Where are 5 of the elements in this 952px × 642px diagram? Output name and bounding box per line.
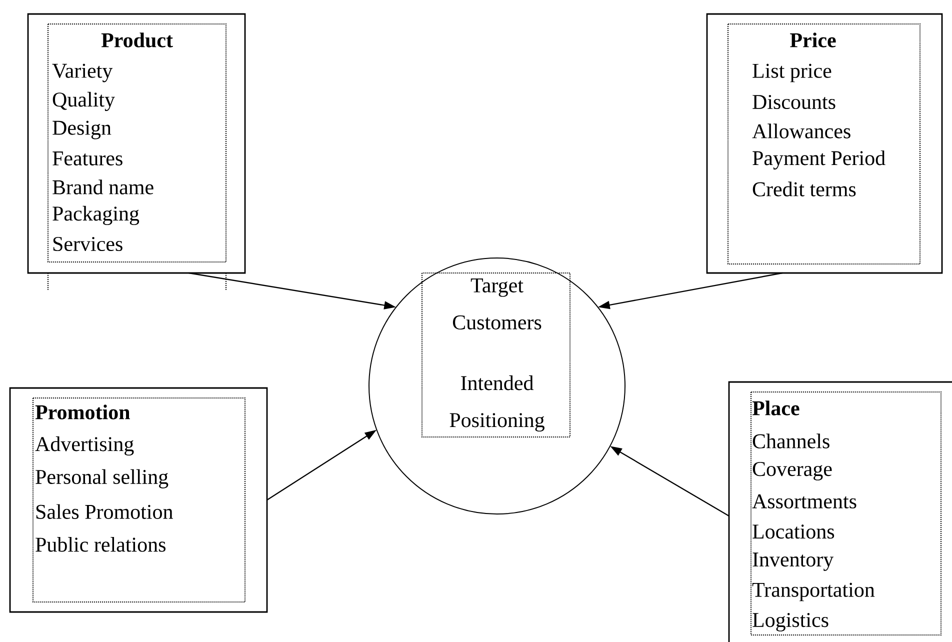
list-box: Place Channels Coverage Assortments Locations Inventory Transportation Logistics — [728, 381, 952, 642]
circle-node: Target Customers Intended Positioning — [368, 258, 626, 514]
list-box: Promotion Advertising Personal selling Sales Promotion Public relations — [9, 387, 268, 613]
list-box: Product Variety Quality Design Features Brand name Packaging Services — [27, 13, 246, 290]
list-box: Price List price Discounts Allowances Payment Period Credit terms — [706, 13, 943, 274]
